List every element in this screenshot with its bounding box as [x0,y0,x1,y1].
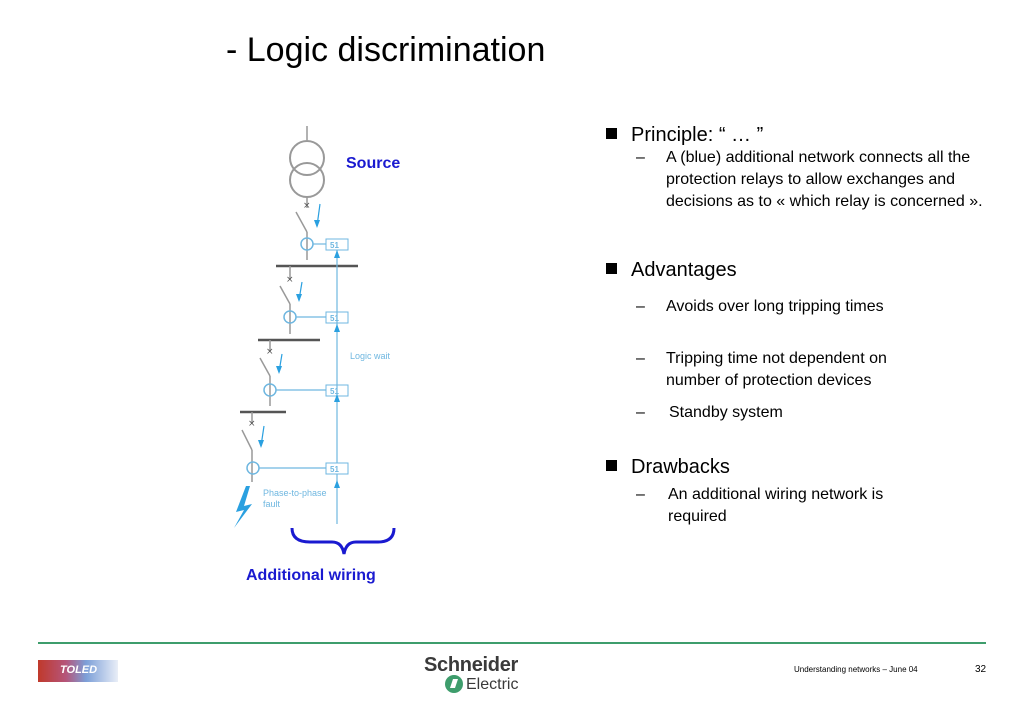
square-bullet-icon [606,460,617,471]
svg-text:×: × [248,419,256,429]
footer-divider [38,642,986,644]
fault-label: Phase-to-phase fault [263,488,327,509]
relay-51-2: 51 [330,314,339,323]
advantages-heading: Advantages [606,258,737,282]
additional-wiring-brace [290,527,396,555]
brand-subname: Electric [466,676,519,693]
square-bullet-icon [606,263,617,274]
svg-text:×: × [303,201,311,211]
relay-51-1: 51 [330,241,339,250]
relay-51-3: 51 [330,387,339,396]
principle-item: – A (blue) additional network connects a… [636,149,983,210]
fault-lightning-icon [234,486,252,528]
logic-discrimination-diagram: × 51 × 51 × 51 × 51 [234,126,396,555]
footer-caption: Understanding networks – June 04 [794,665,918,674]
source-label: Source [346,155,401,172]
principle-heading: Principle: “ … ” [606,123,763,147]
toled-logo-text: TOLED [60,664,98,676]
transformer-bottom-circle [289,162,325,198]
svg-text:×: × [266,347,274,357]
drawbacks-heading: Drawbacks [606,455,730,479]
page-number: 32 [975,664,987,675]
transformer-top-circle [289,140,325,176]
brand-name: Schneider [424,654,518,676]
advantages-item-2: – Tripping time not dependent on number … [636,350,887,389]
square-bullet-icon [606,128,617,139]
logic-wait-label: Logic wait [350,351,391,361]
drawbacks-item-1: – An additional wiring network is requir… [636,486,884,525]
toled-logo [38,660,118,682]
advantages-item-3: – Standby system [636,404,783,421]
additional-wiring-label: Additional wiring [246,567,376,584]
relay-51-4: 51 [330,465,339,474]
schneider-logo-icon [445,675,463,693]
svg-text:×: × [286,275,294,285]
slide-title: - Logic discrimination [226,31,546,69]
advantages-item-1: – Avoids over long tripping times [636,298,884,315]
